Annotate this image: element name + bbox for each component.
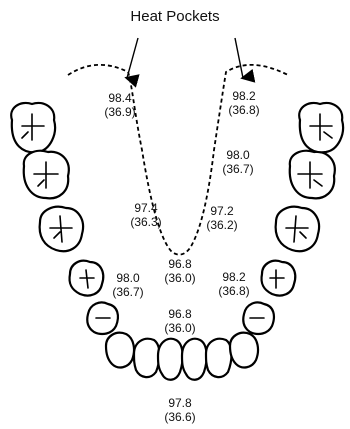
reading-right-mid: 97.2(36.2) bbox=[206, 204, 237, 232]
reading-left-mid: 97.4(36.3) bbox=[130, 201, 161, 229]
reading-center-lower: 96.8(36.0) bbox=[164, 307, 195, 335]
reading-left-lower: 98.0(36.7) bbox=[112, 271, 143, 299]
tooth-left-canine bbox=[106, 333, 134, 368]
left-pocket-arrow bbox=[127, 38, 138, 78]
tooth-right-molar-1 bbox=[299, 103, 343, 152]
right-pocket-arrow bbox=[235, 38, 243, 78]
tooth-left-lateral-incisor bbox=[134, 339, 160, 377]
tooth-right-canine bbox=[230, 333, 258, 368]
tooth-right-molar-3 bbox=[276, 207, 319, 251]
tooth-left-central-incisor bbox=[158, 339, 183, 380]
reading-right-pocket: 98.2(36.8) bbox=[228, 89, 259, 117]
tooth-right-central-incisor bbox=[182, 339, 207, 380]
reading-right-upper: 98.0(36.7) bbox=[222, 148, 253, 176]
tooth-left-molar-1 bbox=[11, 103, 55, 152]
reading-right-lower: 98.2(36.8) bbox=[218, 270, 249, 298]
tooth-right-lateral-incisor bbox=[206, 339, 232, 377]
reading-front-teeth: 97.8(36.6) bbox=[164, 396, 195, 424]
reading-center-upper: 96.8(36.0) bbox=[164, 257, 195, 285]
reading-left-pocket: 98.4(36.9) bbox=[104, 91, 135, 119]
